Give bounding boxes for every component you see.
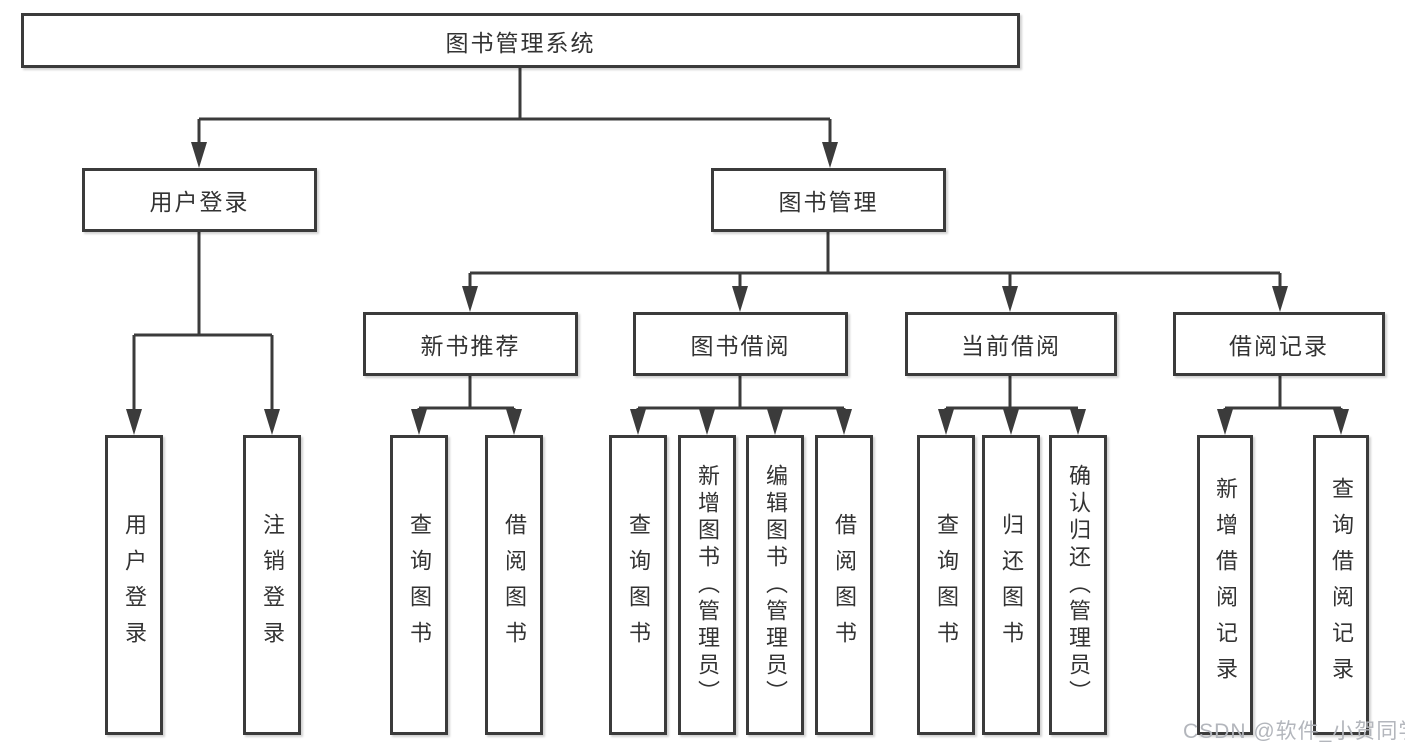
node-label: 注销登录 bbox=[260, 513, 285, 657]
node-book-management: 图书管理 bbox=[711, 168, 946, 232]
leaf-bb-query-books: 查询图书 bbox=[609, 435, 667, 735]
node-label: 编辑图书（管理员） bbox=[763, 463, 788, 707]
node-borrow-records: 借阅记录 bbox=[1173, 312, 1385, 376]
leaf-cb-confirm-return-admin: 确认归还（管理员） bbox=[1049, 435, 1107, 735]
node-label: 新增图书（管理员） bbox=[695, 463, 720, 707]
leaf-nbr-borrow-books: 借阅图书 bbox=[485, 435, 543, 735]
node-new-book-recommend: 新书推荐 bbox=[363, 312, 578, 376]
node-label: 确认归还（管理员） bbox=[1066, 463, 1091, 707]
node-current-borrow: 当前借阅 bbox=[905, 312, 1117, 376]
node-label: 查询图书 bbox=[626, 513, 651, 657]
node-label: 图书管理 bbox=[778, 189, 879, 215]
leaf-nbr-query-books: 查询图书 bbox=[390, 435, 448, 735]
leaf-cb-return-books: 归还图书 bbox=[982, 435, 1040, 735]
node-label: 查询借阅记录 bbox=[1329, 477, 1354, 693]
node-label: 当前借阅 bbox=[961, 333, 1061, 359]
node-book-borrow: 图书借阅 bbox=[633, 312, 848, 376]
node-label: 借阅图书 bbox=[832, 513, 857, 657]
leaf-bb-borrow-books: 借阅图书 bbox=[815, 435, 873, 735]
node-label: 查询图书 bbox=[934, 513, 959, 657]
node-label: 借阅图书 bbox=[502, 513, 527, 657]
node-label: 新书推荐 bbox=[420, 333, 521, 359]
node-label: 归还图书 bbox=[999, 513, 1024, 657]
leaf-bb-add-books-admin: 新增图书（管理员） bbox=[678, 435, 736, 735]
node-label: 查询图书 bbox=[407, 513, 432, 657]
leaf-logout: 注销登录 bbox=[243, 435, 301, 735]
node-user-login: 用户登录 bbox=[82, 168, 317, 232]
leaf-bb-edit-books-admin: 编辑图书（管理员） bbox=[746, 435, 804, 735]
node-label: 用户登录 bbox=[122, 513, 147, 657]
leaf-cb-query-books: 查询图书 bbox=[917, 435, 975, 735]
node-label: 图书管理系统 bbox=[445, 29, 596, 56]
node-label: 图书借阅 bbox=[690, 333, 791, 359]
node-label: 用户登录 bbox=[149, 189, 250, 215]
node-label: 新增借阅记录 bbox=[1213, 477, 1238, 693]
node-label: 借阅记录 bbox=[1229, 333, 1329, 359]
node-library-system: 图书管理系统 bbox=[21, 13, 1020, 68]
leaf-br-query-record: 查询借阅记录 bbox=[1313, 435, 1369, 735]
csdn-watermark: CSDN @软件_小贺同学 bbox=[1183, 720, 1405, 743]
leaf-user-login: 用户登录 bbox=[105, 435, 163, 735]
leaf-br-add-record: 新增借阅记录 bbox=[1197, 435, 1253, 735]
